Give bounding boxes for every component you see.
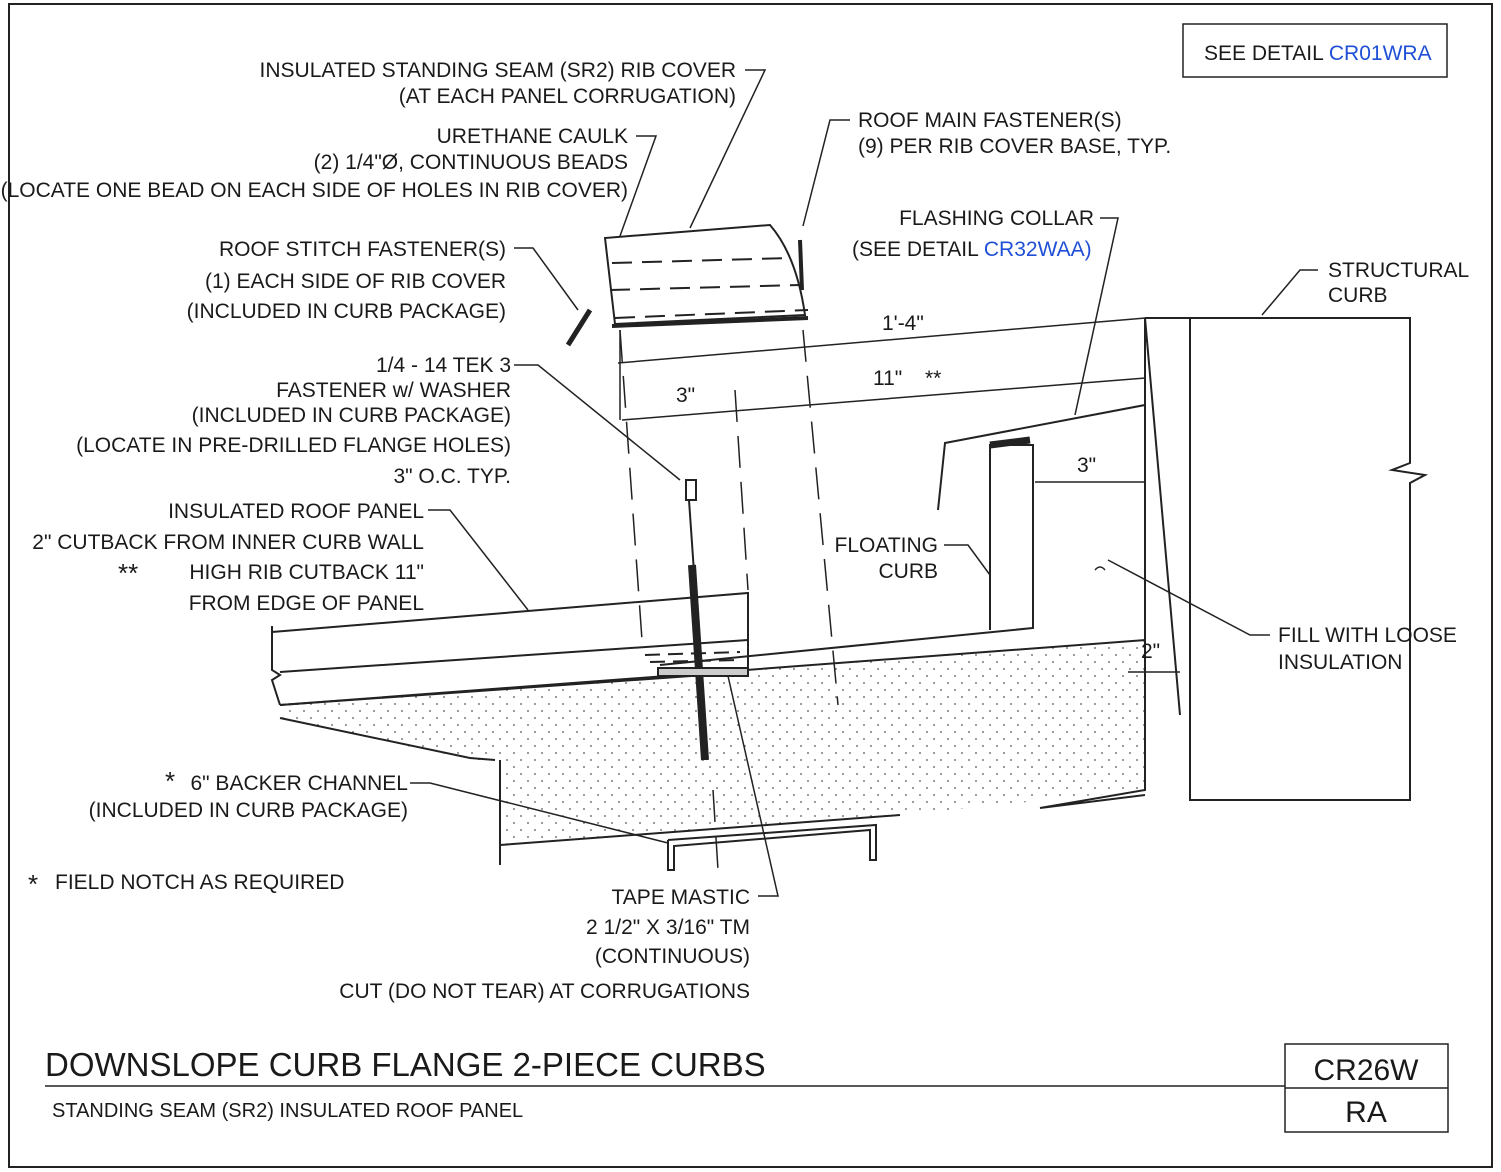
svg-text:(INCLUDED IN CURB PACKAGE): (INCLUDED IN CURB PACKAGE) bbox=[187, 300, 506, 323]
svg-text:(CONTINUOUS): (CONTINUOUS) bbox=[595, 945, 750, 968]
flashing-collar bbox=[937, 318, 1146, 511]
svg-text:ROOF MAIN FASTENER(S): ROOF MAIN FASTENER(S) bbox=[858, 109, 1122, 132]
svg-text:URETHANE CAULK: URETHANE CAULK bbox=[437, 125, 628, 148]
see-detail-prefix: SEE DETAIL bbox=[1204, 42, 1323, 65]
svg-text:ROOF STITCH FASTENER(S): ROOF STITCH FASTENER(S) bbox=[219, 238, 506, 261]
svg-text:TAPE MASTIC: TAPE MASTIC bbox=[612, 886, 750, 909]
detail-suffix: RA bbox=[1345, 1096, 1387, 1129]
detail-code: CR26W bbox=[1313, 1054, 1419, 1087]
dim-rib-cutback: 11" bbox=[873, 367, 902, 390]
callout-tape-mastic: TAPE MASTIC 2 1/2" X 3/16" TM (CONTINUOU… bbox=[339, 886, 750, 1003]
svg-text:(INCLUDED IN CURB PACKAGE): (INCLUDED IN CURB PACKAGE) bbox=[89, 799, 408, 822]
svg-text:FLASHING COLLAR: FLASHING COLLAR bbox=[899, 207, 1094, 230]
svg-text:CUT (DO NOT TEAR) AT CORRUGATI: CUT (DO NOT TEAR) AT CORRUGATIONS bbox=[339, 980, 750, 1003]
svg-text:FLOATING: FLOATING bbox=[835, 534, 938, 557]
see-detail-link[interactable]: CR01WRA bbox=[1329, 42, 1432, 65]
callout-backer-channel: * 6" BACKER CHANNEL (INCLUDED IN CURB PA… bbox=[89, 766, 408, 822]
dim-collar-gap: 3" bbox=[1077, 454, 1096, 477]
svg-text:STRUCTURAL: STRUCTURAL bbox=[1328, 259, 1469, 282]
svg-text:(1) EACH SIDE OF RIB COVER: (1) EACH SIDE OF RIB COVER bbox=[205, 270, 506, 293]
svg-text:(INCLUDED IN CURB PACKAGE): (INCLUDED IN CURB PACKAGE) bbox=[192, 404, 511, 427]
backer-channel bbox=[667, 823, 877, 871]
roof-panel-insulation bbox=[280, 640, 1145, 845]
svg-text:3" O.C. TYP.: 3" O.C. TYP. bbox=[393, 465, 511, 488]
svg-text:HIGH RIB CUTBACK 11": HIGH RIB CUTBACK 11" bbox=[189, 561, 424, 584]
svg-text:FROM EDGE OF PANEL: FROM EDGE OF PANEL bbox=[189, 592, 424, 615]
structural-curb bbox=[1145, 317, 1429, 801]
dim-left-offset: 3" bbox=[676, 384, 695, 407]
svg-text:(SEE DETAIL CR32WAA): (SEE DETAIL CR32WAA) bbox=[852, 238, 1092, 261]
svg-text:INSULATION: INSULATION bbox=[1278, 651, 1402, 674]
svg-text:6" BACKER CHANNEL: 6" BACKER CHANNEL bbox=[190, 772, 408, 795]
svg-text:SEE DETAIL CR01WRA: SEE DETAIL CR01WRA bbox=[1204, 42, 1432, 65]
drawing-geometry bbox=[270, 223, 1429, 871]
see-detail-box[interactable]: SEE DETAIL CR01WRA bbox=[1182, 23, 1448, 78]
svg-text:2" CUTBACK FROM INNER CURB WAL: 2" CUTBACK FROM INNER CURB WALL bbox=[32, 531, 424, 554]
svg-text:(AT EACH PANEL CORRUGATION): (AT EACH PANEL CORRUGATION) bbox=[399, 85, 736, 108]
drawing-title: DOWNSLOPE CURB FLANGE 2-PIECE CURBS bbox=[45, 1046, 766, 1083]
flashing-collar-link[interactable]: CR32WAA) bbox=[984, 238, 1092, 261]
callout-stitch-fastener: ROOF STITCH FASTENER(S) (1) EACH SIDE OF… bbox=[187, 238, 506, 323]
callout-structural-curb: STRUCTURAL CURB bbox=[1328, 259, 1469, 307]
svg-text:FILL WITH LOOSE: FILL WITH LOOSE bbox=[1278, 624, 1457, 647]
svg-text:*: * bbox=[28, 869, 38, 899]
drawing-subtitle: STANDING SEAM (SR2) INSULATED ROOF PANEL bbox=[52, 1100, 523, 1122]
svg-text:CURB: CURB bbox=[1328, 284, 1388, 307]
svg-text:2 1/2" X 3/16" TM: 2 1/2" X 3/16" TM bbox=[586, 916, 750, 939]
callout-tek-fastener: 1/4 - 14 TEK 3 FASTENER w/ WASHER (INCLU… bbox=[76, 354, 511, 488]
rib-cover bbox=[603, 223, 807, 326]
svg-text:FIELD NOTCH AS REQUIRED: FIELD NOTCH AS REQUIRED bbox=[55, 871, 344, 894]
callout-floating-curb: FLOATING CURB bbox=[835, 534, 938, 583]
callout-loose-insulation: FILL WITH LOOSE INSULATION bbox=[1278, 624, 1457, 674]
dim-overall: 1'-4" bbox=[882, 312, 924, 335]
title-block: DOWNSLOPE CURB FLANGE 2-PIECE CURBS STAN… bbox=[45, 1043, 1449, 1133]
callout-roof-panel: INSULATED ROOF PANEL 2" CUTBACK FROM INN… bbox=[32, 500, 424, 615]
svg-text:(LOCATE ONE BEAD ON EACH SIDE: (LOCATE ONE BEAD ON EACH SIDE OF HOLES I… bbox=[1, 179, 628, 202]
svg-text:FASTENER w/ WASHER: FASTENER w/ WASHER bbox=[276, 379, 511, 402]
svg-text:*: * bbox=[165, 766, 175, 796]
svg-text:INSULATED STANDING SEAM (SR2): INSULATED STANDING SEAM (SR2) RIB COVER bbox=[260, 59, 736, 82]
floating-curb bbox=[659, 444, 1034, 666]
dimension-lines bbox=[617, 317, 1180, 673]
callout-flashing-collar: FLASHING COLLAR (SEE DETAIL CR32WAA) bbox=[852, 207, 1094, 261]
leader-lines bbox=[410, 69, 1318, 897]
roof-panel-skin bbox=[270, 591, 749, 706]
svg-text:**: ** bbox=[118, 558, 138, 588]
svg-text:(2) 1/4"Ø, CONTINUOUS BEADS: (2) 1/4"Ø, CONTINUOUS BEADS bbox=[314, 151, 628, 174]
note-field-notch: * FIELD NOTCH AS REQUIRED bbox=[28, 869, 344, 899]
callout-caulk: URETHANE CAULK (2) 1/4"Ø, CONTINUOUS BEA… bbox=[1, 125, 628, 202]
callout-main-fastener: ROOF MAIN FASTENER(S) (9) PER RIB COVER … bbox=[858, 109, 1171, 158]
svg-text:CURB: CURB bbox=[878, 560, 938, 583]
sheet-border bbox=[8, 3, 1493, 1168]
svg-text:1/4 - 14 TEK 3: 1/4 - 14 TEK 3 bbox=[376, 354, 511, 377]
svg-text:(LOCATE IN PRE-DRILLED FLANGE: (LOCATE IN PRE-DRILLED FLANGE HOLES) bbox=[76, 434, 511, 457]
svg-text:(9) PER RIB COVER BASE, TYP.: (9) PER RIB COVER BASE, TYP. bbox=[858, 135, 1171, 158]
callout-rib-cover: INSULATED STANDING SEAM (SR2) RIB COVER … bbox=[260, 59, 736, 108]
svg-text:INSULATED ROOF PANEL: INSULATED ROOF PANEL bbox=[168, 500, 424, 523]
dim-rib-mark: ** bbox=[925, 367, 941, 390]
dim-wall-gap: 2" bbox=[1141, 640, 1160, 663]
